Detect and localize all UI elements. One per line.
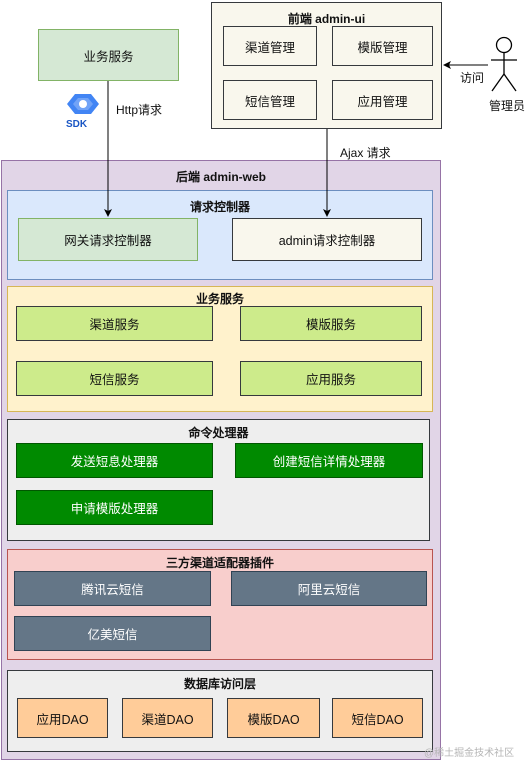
template-service-label: 模版服务 bbox=[305, 318, 356, 332]
tencent-sms-label: 腾讯云短信 bbox=[81, 583, 144, 597]
dao-group-title: 数据库访问层 bbox=[183, 677, 256, 691]
app-service-label: 应用服务 bbox=[305, 373, 356, 387]
sdk-icon bbox=[64, 93, 102, 115]
template-dao-label: 模版DAO bbox=[247, 712, 300, 727]
admin-controller-node: admin请求控制器 bbox=[232, 218, 422, 261]
biz-service-label: 业务服务 bbox=[83, 49, 134, 64]
template-manage-label: 模版管理 bbox=[357, 40, 408, 55]
apply-template-processor-label: 申请模版处理器 bbox=[70, 502, 159, 516]
sms-manage-label: 短信管理 bbox=[244, 94, 295, 109]
channel-dao-label: 渠道DAO bbox=[141, 712, 194, 727]
template-manage-node: 模版管理 bbox=[332, 26, 433, 66]
template-service-node: 模版服务 bbox=[240, 306, 422, 341]
gateway-controller-node: 网关请求控制器 bbox=[18, 218, 198, 261]
sms-service-label: 短信服务 bbox=[89, 373, 140, 387]
app-dao-label: 应用DAO bbox=[36, 712, 89, 727]
backend-title: 后端 admin-web bbox=[175, 170, 266, 184]
channel-manage-label: 渠道管理 bbox=[244, 40, 295, 55]
adapter-plugin-title: 三方渠道适配器插件 bbox=[165, 556, 274, 570]
sms-dao-label: 短信DAO bbox=[351, 712, 404, 727]
create-sms-detail-processor-node: 创建短信详情处理器 bbox=[235, 443, 423, 478]
command-processor-title: 命令处理器 bbox=[188, 426, 249, 440]
app-dao-node: 应用DAO bbox=[17, 698, 108, 738]
channel-manage-node: 渠道管理 bbox=[223, 26, 317, 66]
channel-dao-node: 渠道DAO bbox=[122, 698, 213, 738]
aliyun-sms-label: 阿里云短信 bbox=[297, 583, 361, 597]
visit-label: 访问 bbox=[460, 71, 485, 85]
frontend-title: 前端 admin-ui bbox=[287, 12, 366, 26]
admin-user-label: 管理员 bbox=[489, 99, 526, 113]
create-sms-detail-processor-label: 创建短信详情处理器 bbox=[272, 455, 386, 469]
http-request-label: Http请求 bbox=[116, 103, 163, 117]
gateway-controller-label: 网关请求控制器 bbox=[64, 234, 152, 248]
template-dao-node: 模版DAO bbox=[227, 698, 320, 738]
request-controller-title: 请求控制器 bbox=[189, 200, 250, 214]
channel-service-node: 渠道服务 bbox=[16, 306, 213, 341]
admin-controller-label: admin请求控制器 bbox=[278, 234, 376, 248]
sdk-label: SDK bbox=[66, 119, 88, 130]
biz-service-group-title: 业务服务 bbox=[195, 292, 244, 306]
send-sms-processor-label: 发送短息处理器 bbox=[70, 455, 159, 469]
sms-dao-node: 短信DAO bbox=[332, 698, 423, 738]
app-manage-label: 应用管理 bbox=[357, 94, 408, 109]
aliyun-sms-node: 阿里云短信 bbox=[231, 571, 427, 606]
emay-sms-label: 亿美短信 bbox=[87, 628, 138, 642]
ajax-request-label: Ajax 请求 bbox=[340, 146, 391, 160]
channel-service-label: 渠道服务 bbox=[89, 318, 140, 332]
admin-user-icon bbox=[488, 36, 520, 94]
app-manage-node: 应用管理 bbox=[332, 80, 433, 120]
watermark: @稀土掘金技术社区 bbox=[424, 748, 515, 759]
app-service-node: 应用服务 bbox=[240, 361, 422, 396]
emay-sms-node: 亿美短信 bbox=[14, 616, 211, 651]
tencent-sms-node: 腾讯云短信 bbox=[14, 571, 211, 606]
biz-service-node: 业务服务 bbox=[38, 29, 179, 81]
sms-manage-node: 短信管理 bbox=[223, 80, 317, 120]
send-sms-processor-node: 发送短息处理器 bbox=[16, 443, 213, 478]
sms-service-node: 短信服务 bbox=[16, 361, 213, 396]
apply-template-processor-node: 申请模版处理器 bbox=[16, 490, 213, 525]
